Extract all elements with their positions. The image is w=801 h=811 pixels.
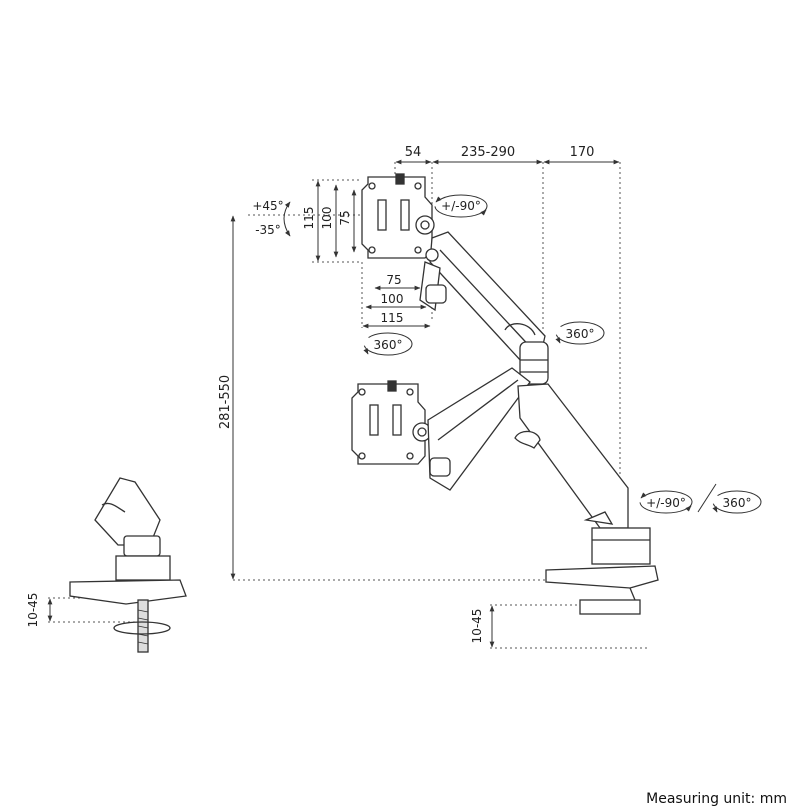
- swivel-head-icon: [363, 332, 413, 356]
- dim-arm-reach: 235-290: [461, 145, 515, 160]
- dim-vesa-width-75: 75: [386, 273, 401, 287]
- dim-vesa-width-115: 115: [381, 311, 404, 325]
- dim-vesa-height-75: 75: [338, 210, 352, 225]
- vesa-plate-upper: [361, 173, 435, 259]
- rotate-top-icon: [434, 194, 488, 218]
- vesa-vertical-lines: [315, 180, 357, 262]
- vesa-horizontal-lines: [362, 285, 431, 329]
- grommet-mount: [69, 477, 187, 653]
- rot-tilt-down: -35°: [255, 223, 281, 237]
- dim-base-reach: 170: [570, 145, 595, 160]
- dim-clamp-right: 10-45: [470, 609, 484, 644]
- swivel-elbow-icon: [555, 321, 605, 345]
- dim-height-range: 281-550: [218, 375, 233, 429]
- base-mount: [545, 527, 659, 615]
- dim-vesa-height-115: 115: [302, 207, 316, 230]
- unit-note: Measuring unit: mm: [646, 791, 787, 807]
- rotate-base-icon: [639, 490, 693, 514]
- rot-tilt-up: +45°: [252, 199, 283, 213]
- dim-vesa-width-100: 100: [381, 292, 404, 306]
- rot-base: +/-90°: [646, 496, 686, 510]
- base-arm: [514, 383, 629, 529]
- rot-top: +/-90°: [441, 199, 481, 213]
- dim-clamp-left: 10-45: [26, 593, 40, 628]
- upper-arm: [419, 231, 546, 363]
- vesa-plate-lower: [351, 380, 432, 465]
- elbow-joint: [519, 341, 549, 385]
- rot-swivel-base: 360°: [723, 496, 752, 510]
- rot-swivel-elbow: 360°: [566, 327, 595, 341]
- swivel-base-icon: [712, 490, 762, 514]
- dim-top-offset: 54: [405, 145, 422, 160]
- dim-vesa-height-100: 100: [320, 207, 334, 230]
- tilt-arrow-icon: [283, 201, 291, 237]
- lower-arm: [427, 367, 531, 491]
- rot-swivel-head: 360°: [374, 338, 403, 352]
- separator-slash: [697, 483, 717, 513]
